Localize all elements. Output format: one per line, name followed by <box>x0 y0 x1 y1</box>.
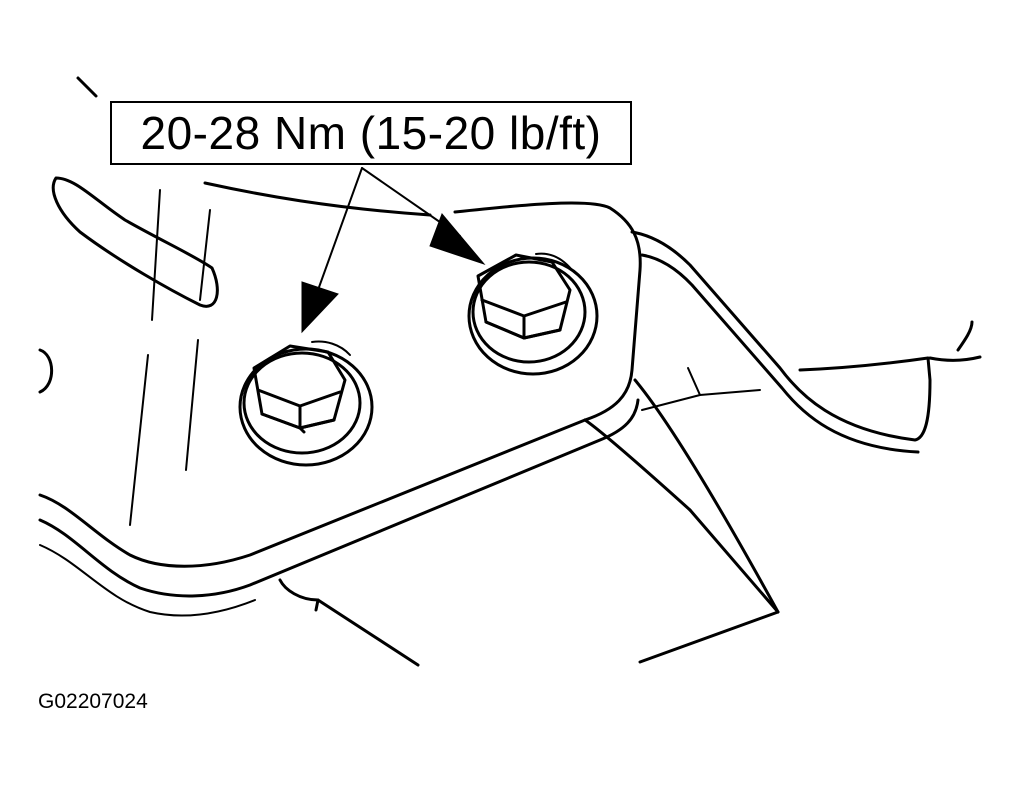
bolt-right <box>467 252 599 376</box>
arrowhead-right <box>429 213 486 266</box>
torque-callout: 20-28 Nm (15-20 lb/ft) <box>110 101 632 165</box>
arrowhead-left <box>301 281 339 334</box>
figure-id: G02207024 <box>38 690 148 713</box>
frame-structure <box>38 76 432 526</box>
bracket-plate <box>38 201 780 667</box>
bolt-left <box>238 340 374 467</box>
bent-tab <box>630 230 982 454</box>
torque-label: 20-28 Nm (15-20 lb/ft) <box>140 107 602 159</box>
